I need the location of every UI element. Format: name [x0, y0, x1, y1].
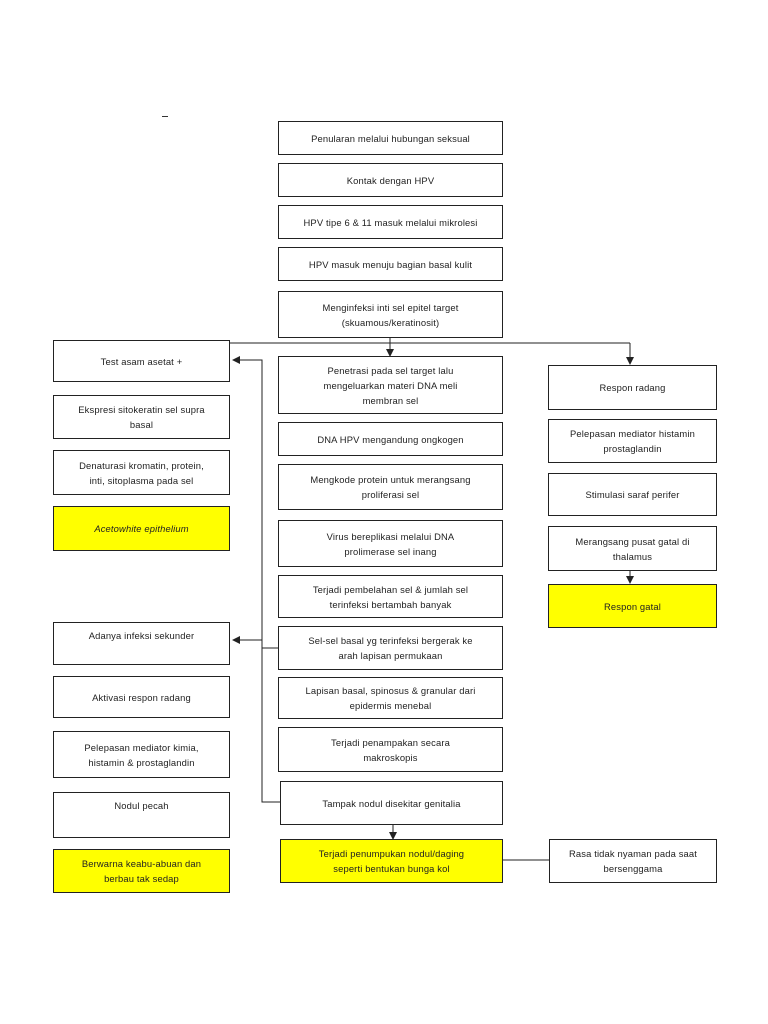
center-box-penampakan-makroskopis: Terjadi penampakan secara makroskopis	[278, 727, 503, 772]
left-box-pelepasan-mediator-kimia: Pelepasan mediator kimia, histamin & pro…	[53, 731, 230, 778]
right-box-respon-gatal: Respon gatal	[548, 584, 717, 628]
left-box-ekspresi-sitokeratin: Ekspresi sitokeratin sel supra basal	[53, 395, 230, 439]
center-box-hpv-masuk-mikrolesi: HPV tipe 6 & 11 masuk melalui mikrolesi	[278, 205, 503, 239]
right-box-stimulasi-saraf: Stimulasi saraf perifer	[548, 473, 717, 516]
center-box-penumpukan-nodul: Terjadi penumpukan nodul/daging seperti …	[280, 839, 503, 883]
stray-dash-mark	[162, 116, 168, 117]
center-box-mengkode-protein: Mengkode protein untuk merangsang prolif…	[278, 464, 503, 510]
center-box-tampak-nodul: Tampak nodul disekitar genitalia	[280, 781, 503, 825]
center-box-sel-basal-bergerak: Sel-sel basal yg terinfeksi bergerak ke …	[278, 626, 503, 670]
left-box-nodul-pecah: Nodul pecah	[53, 792, 230, 838]
right-box-rasa-tidak-nyaman: Rasa tidak nyaman pada saat bersenggama	[549, 839, 717, 883]
center-box-lapisan-menebal: Lapisan basal, spinosus & granular dari …	[278, 677, 503, 719]
left-box-denaturasi-kromatin: Denaturasi kromatin, protein, inti, sito…	[53, 450, 230, 495]
center-box-penularan: Penularan melalui hubungan seksual	[278, 121, 503, 155]
right-box-pusat-gatal: Merangsang pusat gatal di thalamus	[548, 526, 717, 571]
center-box-menginfeksi-inti: Menginfeksi inti sel epitel target (skua…	[278, 291, 503, 338]
left-box-berwarna-keabuan: Berwarna keabu-abuan dan berbau tak seda…	[53, 849, 230, 893]
left-box-test-asam-asetat: Test asam asetat +	[53, 340, 230, 382]
center-box-pembelahan-sel: Terjadi pembelahan sel & jumlah sel teri…	[278, 575, 503, 618]
right-box-respon-radang: Respon radang	[548, 365, 717, 410]
left-box-infeksi-sekunder: Adanya infeksi sekunder	[53, 622, 230, 665]
left-box-acetowhite: Acetowhite epithelium	[53, 506, 230, 551]
left-box-aktivasi-respon-radang: Aktivasi respon radang	[53, 676, 230, 718]
center-box-virus-bereplikasi: Virus bereplikasi melalui DNA prolimeras…	[278, 520, 503, 567]
center-box-penetrasi: Penetrasi pada sel target lalu mengeluar…	[278, 356, 503, 414]
right-box-pelepasan-histamin: Pelepasan mediator histamin prostaglandi…	[548, 419, 717, 463]
center-box-hpv-basal-kulit: HPV masuk menuju bagian basal kulit	[278, 247, 503, 281]
center-box-dna-ongkogen: DNA HPV mengandung ongkogen	[278, 422, 503, 456]
center-box-kontak-hpv: Kontak dengan HPV	[278, 163, 503, 197]
